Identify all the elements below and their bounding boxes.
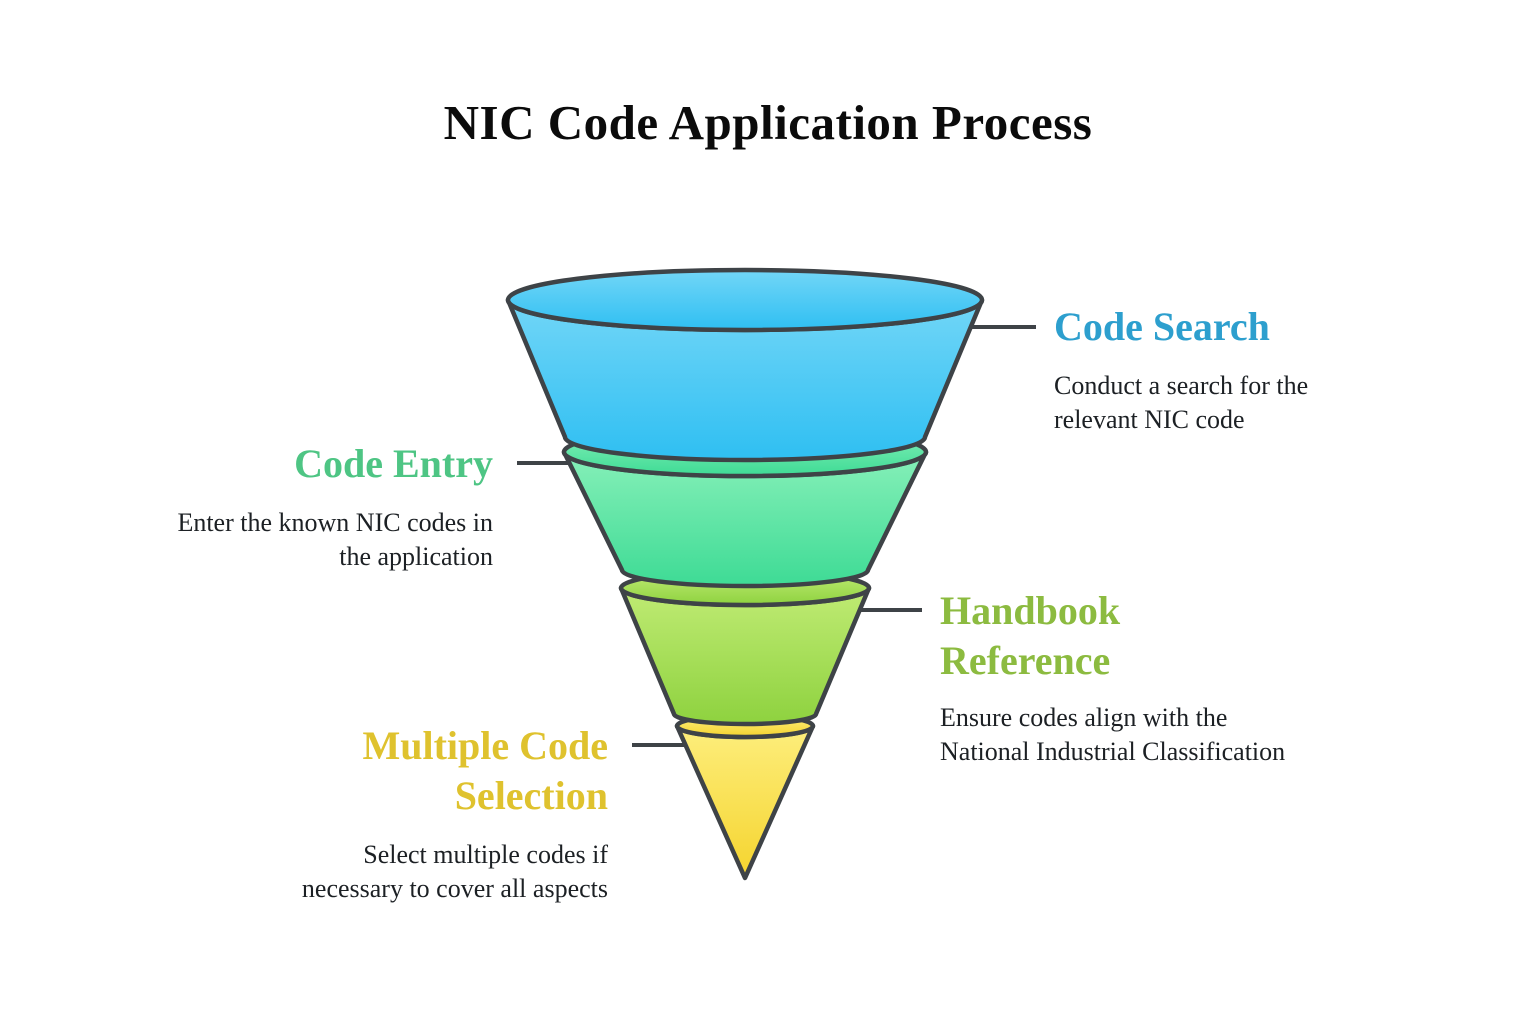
stage-label-code-search: Code Search: [1054, 304, 1270, 349]
funnel-stage-multiple-code-selection-body: [674, 723, 816, 881]
stage-description-code-entry: Enter the known NIC codes in the applica…: [177, 508, 493, 571]
funnel-stage-code-search-rim: [505, 267, 985, 333]
page-title: NIC Code Application Process: [443, 95, 1093, 150]
stage-description-code-search: Conduct a search for the relevant NIC co…: [1054, 371, 1309, 434]
funnel-stage-handbook-reference-body: [618, 585, 872, 727]
stage-description-handbook-reference: Ensure codes align with the National Ind…: [940, 703, 1286, 766]
stage-description-multiple-code-selection: Select multiple codes if necessary to co…: [301, 840, 608, 903]
stage-label-multiple-code-selection: Multiple Code Selection: [362, 723, 608, 818]
stage-label-code-entry: Code Entry: [294, 441, 493, 486]
stage-label-handbook-reference: Handbook Reference: [940, 588, 1121, 683]
